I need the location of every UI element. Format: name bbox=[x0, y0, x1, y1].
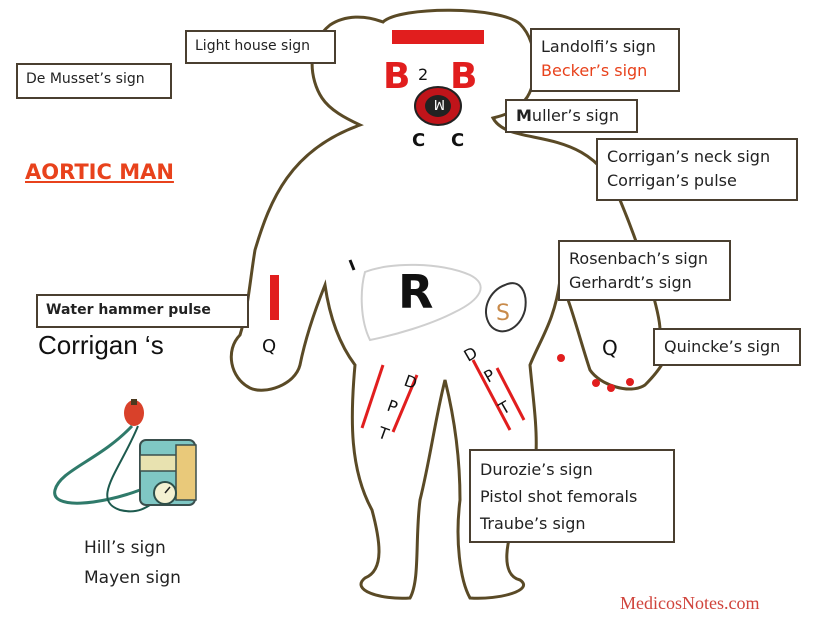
head-b-right: B bbox=[450, 56, 477, 97]
light-house-sign-box: Light house sign bbox=[185, 30, 336, 64]
corrigan-pulse-label: Corrigan’s pulse bbox=[607, 169, 787, 193]
durozie-sign-label: Durozie’s sign bbox=[480, 456, 664, 483]
fingertip-dot bbox=[607, 384, 615, 392]
hand-right-letter: Q bbox=[602, 336, 618, 360]
muller-sign-box: Muller’s sign bbox=[505, 99, 638, 133]
de-musset-sign-box: De Musset’s sign bbox=[16, 63, 172, 99]
corrigan-side-text: Corrigan ‘s bbox=[38, 330, 164, 361]
sphygmomanometer-icon bbox=[55, 399, 196, 511]
traube-sign-label: Traube’s sign bbox=[480, 510, 664, 537]
thigh-right-letter-p: P bbox=[481, 365, 499, 386]
hills-sign-text: Hill’s sign Mayen sign bbox=[84, 533, 181, 593]
corrigan-neck-sign-label: Corrigan’s neck sign bbox=[607, 145, 787, 169]
corrigan-neck-box: Corrigan’s neck sign Corrigan’s pulse bbox=[596, 138, 798, 201]
thigh-left-letter-t: T bbox=[375, 423, 392, 445]
head-red-bar bbox=[392, 30, 484, 44]
hills-sign-label: Hill’s sign bbox=[84, 533, 181, 563]
mayen-sign-label: Mayen sign bbox=[84, 563, 181, 593]
becker-sign-label: Becker’s sign bbox=[541, 59, 669, 83]
muller-sign-initial: M bbox=[516, 106, 532, 125]
landolfi-sign-label: Landolfi’s sign bbox=[541, 35, 669, 59]
fingertip-dot bbox=[592, 379, 600, 387]
pistol-shot-femorals-label: Pistol shot femorals bbox=[480, 483, 664, 510]
neck-c-right: C bbox=[451, 130, 464, 151]
diagram-title: AORTIC MAN bbox=[25, 160, 174, 184]
head-b-left: B bbox=[383, 56, 410, 97]
tube bbox=[55, 426, 140, 503]
quincke-sign-label: Quincke’s sign bbox=[664, 334, 790, 360]
landolfi-becker-box: Landolfi’s sign Becker’s sign bbox=[530, 28, 680, 92]
light-house-sign-label: Light house sign bbox=[195, 35, 326, 57]
fingertip-dot bbox=[626, 378, 634, 386]
neck-c-left: C bbox=[412, 130, 425, 151]
quincke-sign-box: Quincke’s sign bbox=[653, 328, 801, 366]
rosenbach-sign-label: Rosenbach’s sign bbox=[569, 247, 720, 271]
water-hammer-pulse-box: Water hammer pulse bbox=[36, 294, 249, 328]
thigh-left-red-line bbox=[362, 365, 383, 428]
water-hammer-pulse-label: Water hammer pulse bbox=[46, 299, 239, 321]
cuff-side bbox=[176, 445, 196, 500]
fingertip-dot bbox=[557, 354, 565, 362]
mouth-letter: M bbox=[434, 96, 445, 111]
hand-left-letter: Q bbox=[262, 336, 276, 357]
rosenbach-gerhardt-box: Rosenbach’s sign Gerhardt’s sign bbox=[558, 240, 731, 301]
durozie-pistol-traube-box: Durozie’s sign Pistol shot femorals Trau… bbox=[469, 449, 675, 543]
liver-letter: R bbox=[398, 265, 433, 319]
arm-red-bar bbox=[270, 275, 279, 320]
thigh-left-letter-d: D bbox=[402, 371, 420, 393]
gerhardt-sign-label: Gerhardt’s sign bbox=[569, 271, 720, 295]
pump-bulb-neck bbox=[131, 399, 137, 405]
head-small-mark: 2 bbox=[418, 65, 428, 84]
muller-sign-label: uller’s sign bbox=[532, 106, 619, 125]
spleen-letter: S bbox=[496, 301, 510, 326]
thigh-right-letter-d: D bbox=[461, 343, 481, 366]
de-musset-sign-label: De Musset’s sign bbox=[26, 68, 162, 90]
watermark: MedicosNotes.com bbox=[620, 593, 759, 614]
liver-mark bbox=[350, 260, 354, 270]
muller-sign-text: Muller’s sign bbox=[516, 105, 627, 127]
thigh-left-letter-p: P bbox=[385, 396, 401, 417]
